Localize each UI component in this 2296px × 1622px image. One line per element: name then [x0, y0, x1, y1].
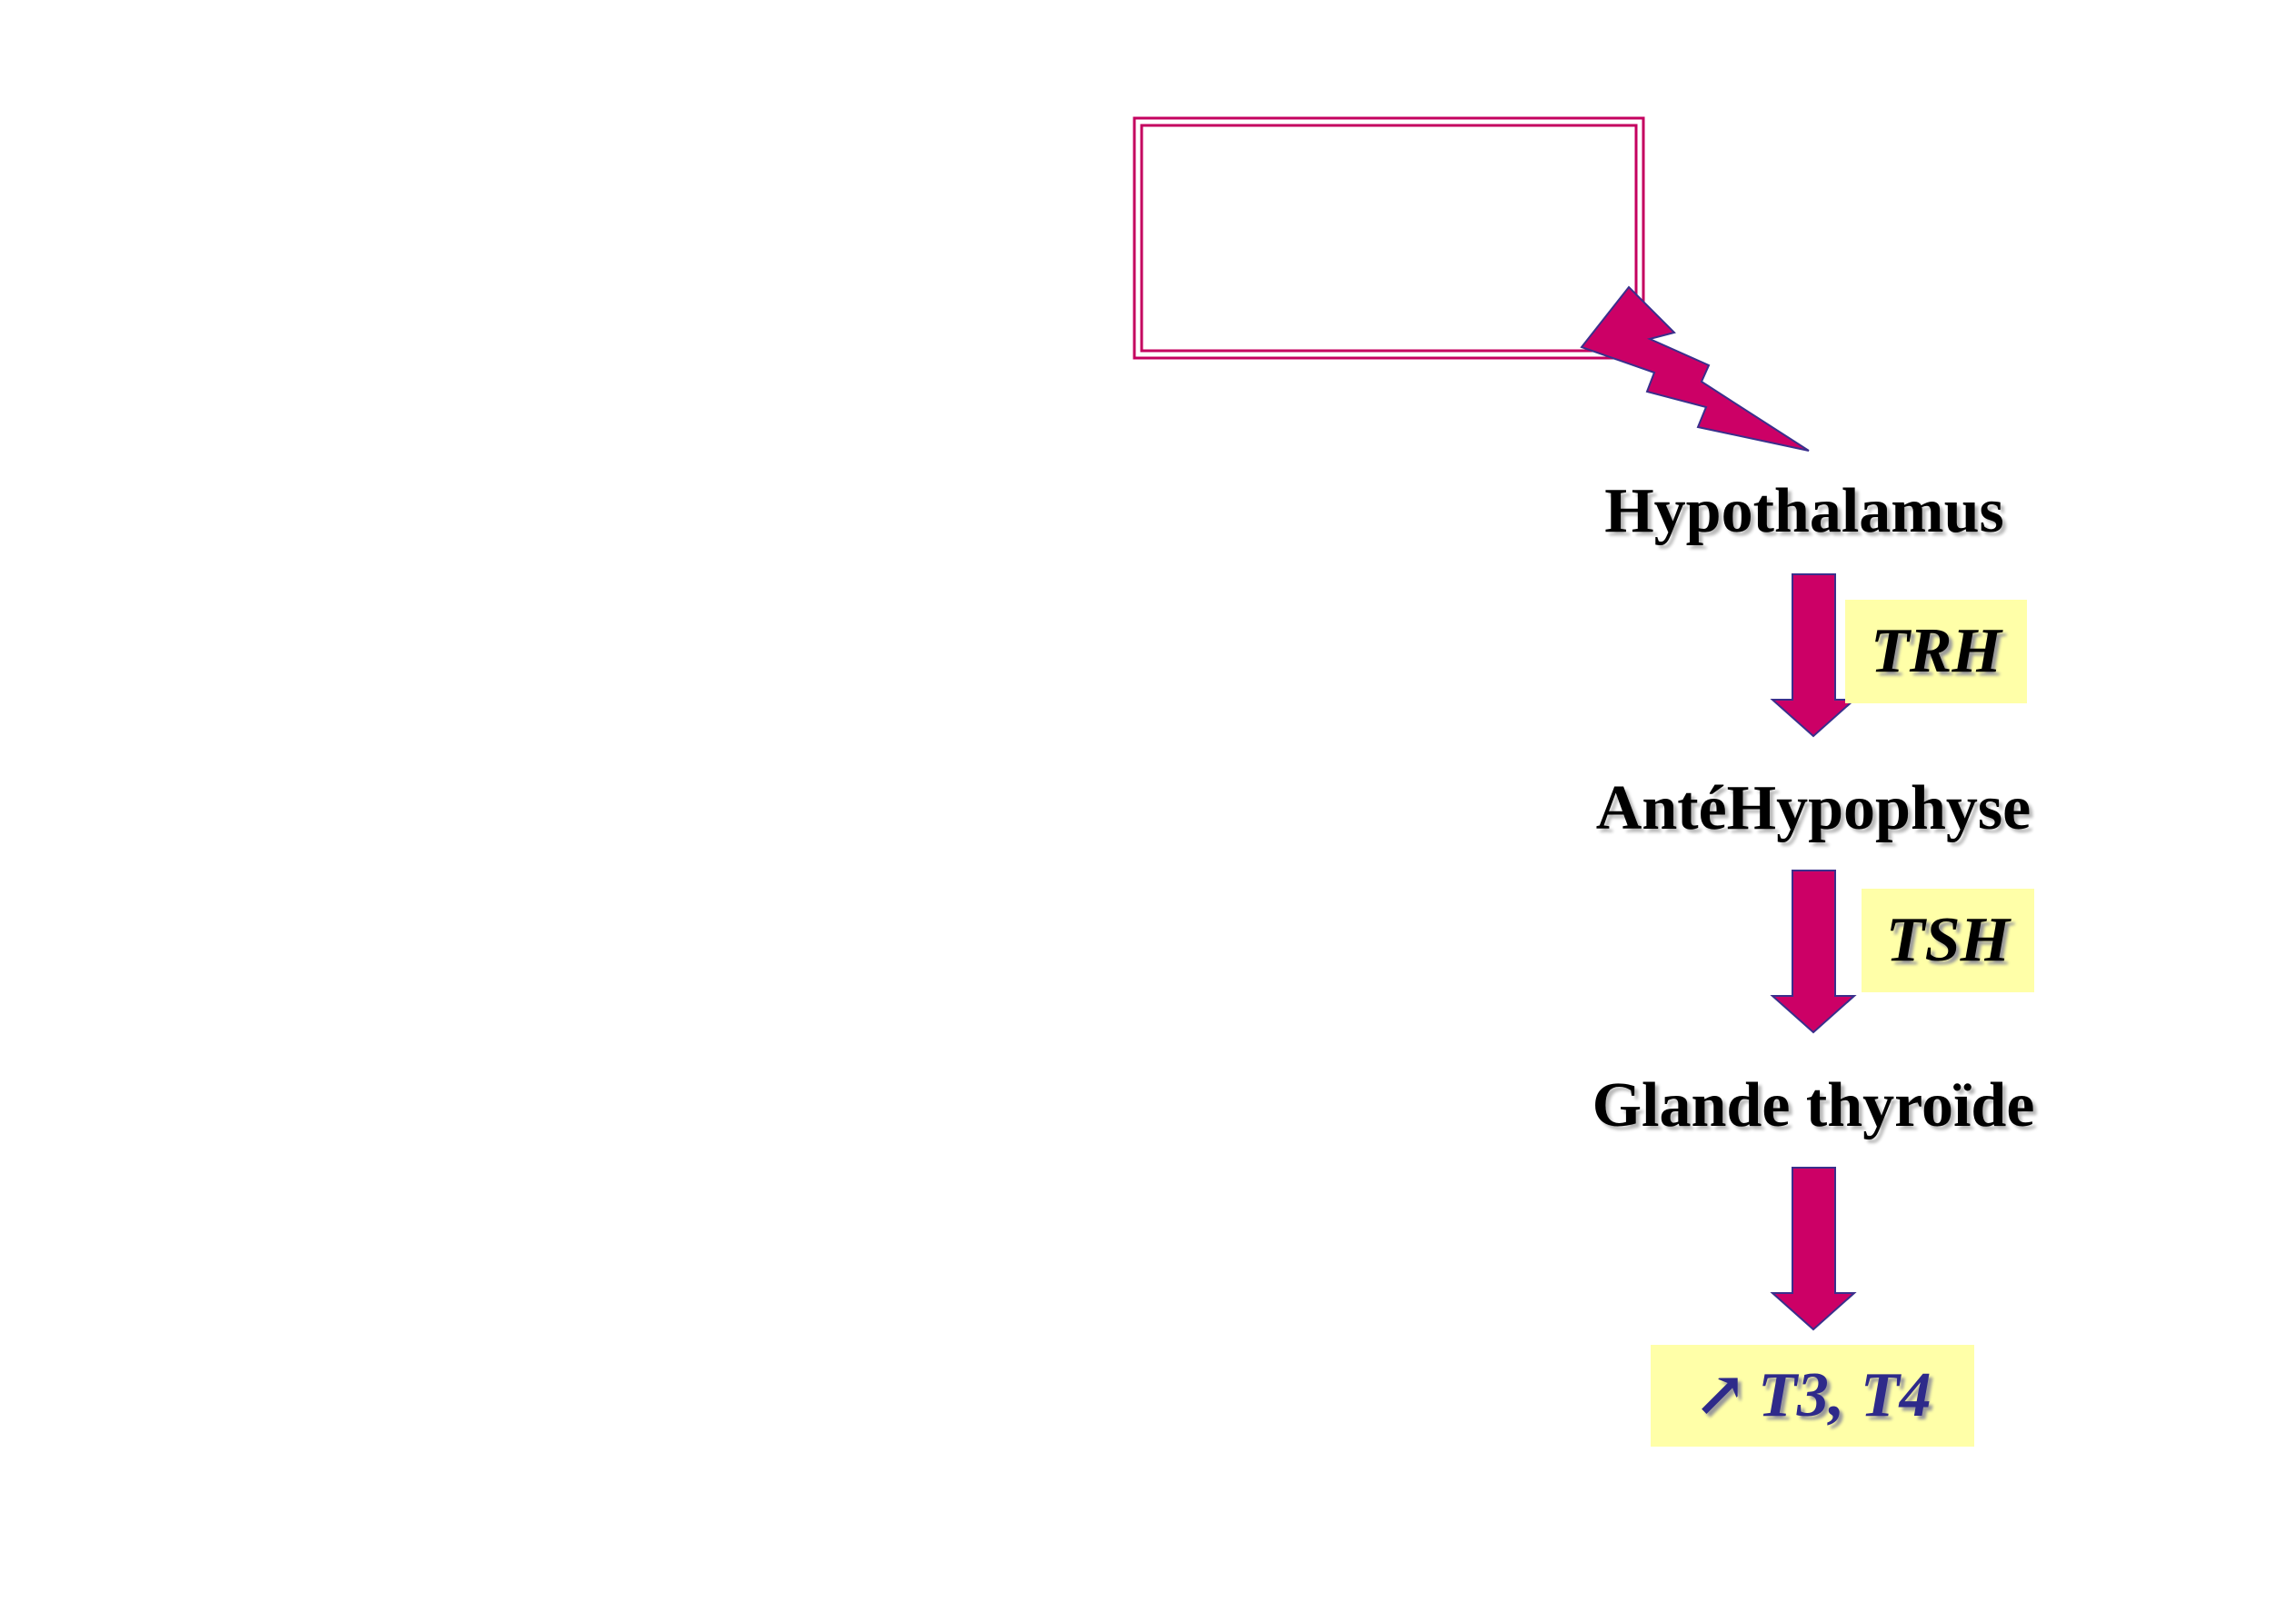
- hormone-trh-label: TRH: [1871, 616, 2002, 686]
- callout-text: [1147, 131, 1631, 345]
- hormone-trh-box: TRH: [1845, 600, 2027, 703]
- down-arrow-icon: [1770, 870, 1857, 1034]
- up-right-arrow-icon: ↗: [1693, 1360, 1748, 1430]
- node-thyroid-gland: Glande thyroïde: [1592, 1070, 2035, 1140]
- output-hormones-box: ↗T3, T4: [1651, 1345, 1974, 1447]
- node-anterior-pituitary: AntéHypophyse: [1595, 773, 2031, 843]
- hormone-tsh-box: TSH: [1862, 889, 2034, 992]
- lightning-bolt-icon: [1580, 285, 1810, 452]
- output-hormones-label: T3, T4: [1758, 1360, 1932, 1430]
- down-arrow-icon: [1770, 1167, 1857, 1331]
- callout-box: [1133, 116, 1645, 360]
- output-hormones-text: ↗T3, T4: [1693, 1364, 1931, 1428]
- hormone-tsh-label: TSH: [1885, 905, 2011, 975]
- node-hypothalamus: Hypothalamus: [1604, 476, 2004, 546]
- down-arrow-icon: [1770, 573, 1857, 738]
